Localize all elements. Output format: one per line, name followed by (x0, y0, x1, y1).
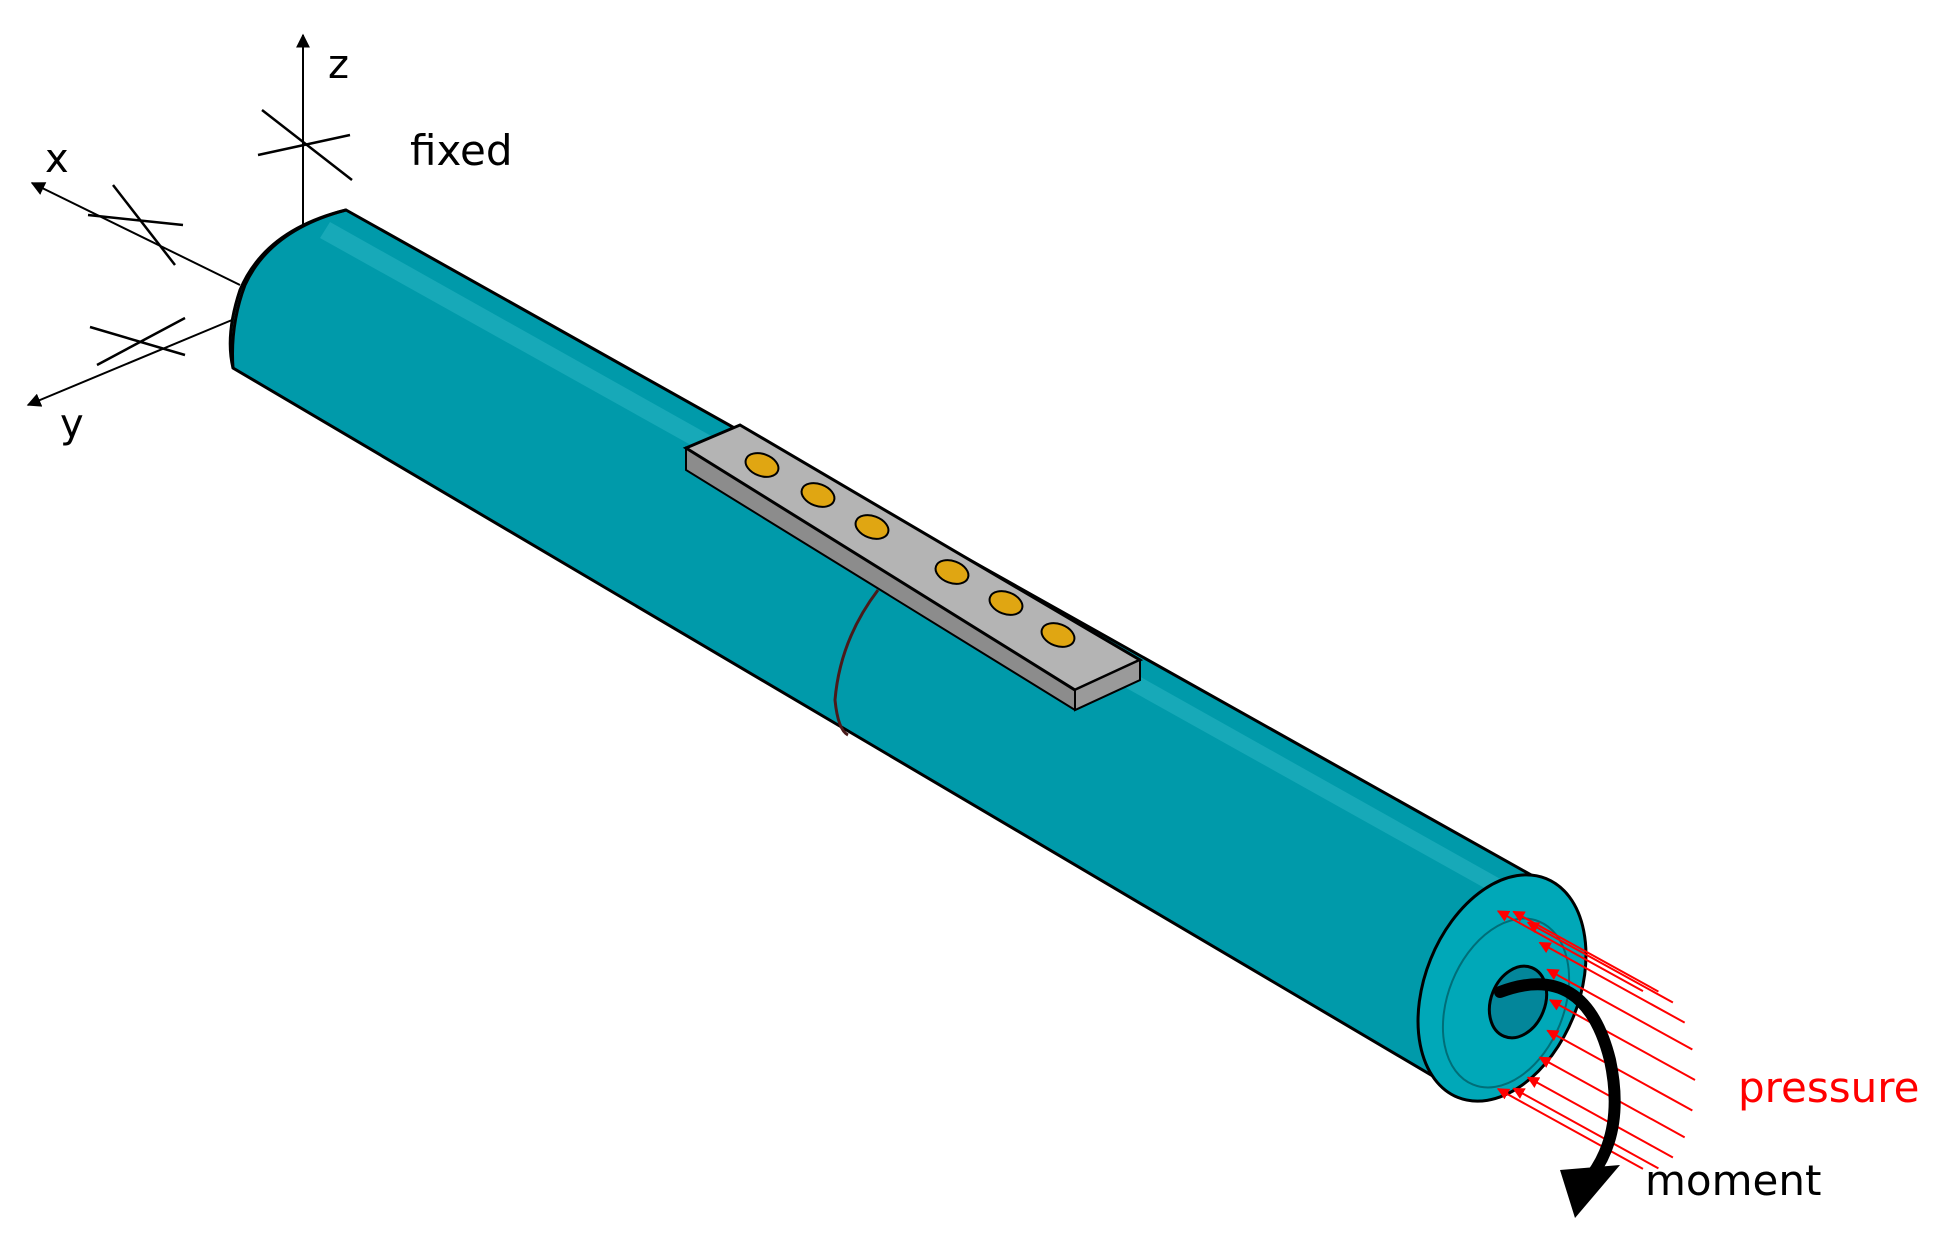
pressure-arrow (1496, 1088, 1644, 1170)
pressure-arrow (1546, 1029, 1693, 1112)
bolt (854, 514, 890, 540)
moment-arc (1494, 978, 1621, 1181)
pipe-body (228, 208, 1542, 1098)
bolt (934, 559, 970, 585)
pressure-arrow (1496, 910, 1644, 992)
fixed-label: fixed (410, 126, 513, 175)
fixed-mark-z (257, 109, 353, 181)
moment-arrowhead (1560, 1165, 1620, 1218)
bolt (744, 452, 780, 478)
pipe-back-cap (231, 208, 347, 369)
moment-label: moment (1645, 1156, 1821, 1205)
bolt (1040, 622, 1076, 648)
x-axis-label: x (45, 136, 69, 182)
pressure-arrow (1512, 1087, 1659, 1170)
pressure-arrow (1548, 999, 1696, 1081)
y-axis-label: y (60, 401, 84, 447)
plate-front-edge (1074, 658, 1141, 712)
pressure-label: pressure (1738, 1063, 1919, 1112)
pressure-arrow (1546, 968, 1693, 1051)
pipe (228, 208, 1588, 1103)
x-axis-line (30, 182, 241, 286)
fixed-mark-x (87, 184, 184, 266)
pressure-arrow (1526, 1076, 1674, 1159)
moment-arrow (1494, 978, 1621, 1218)
bolt-group (744, 452, 1076, 648)
y-axis-line (26, 319, 233, 407)
bolt (800, 482, 836, 508)
pipe-end-face-inner-ring (1441, 917, 1571, 1089)
bolt (988, 590, 1024, 616)
weld-seam (833, 589, 880, 737)
pressure-arrow (1526, 921, 1674, 1004)
pressure-arrows (1496, 910, 1696, 1170)
pressure-arrow (1538, 941, 1686, 1024)
splice-plate (682, 423, 1144, 712)
z-axis-label: z (328, 42, 349, 88)
fixed-mark-y (89, 316, 186, 367)
coordinate-system: z x y fixed (26, 33, 513, 447)
